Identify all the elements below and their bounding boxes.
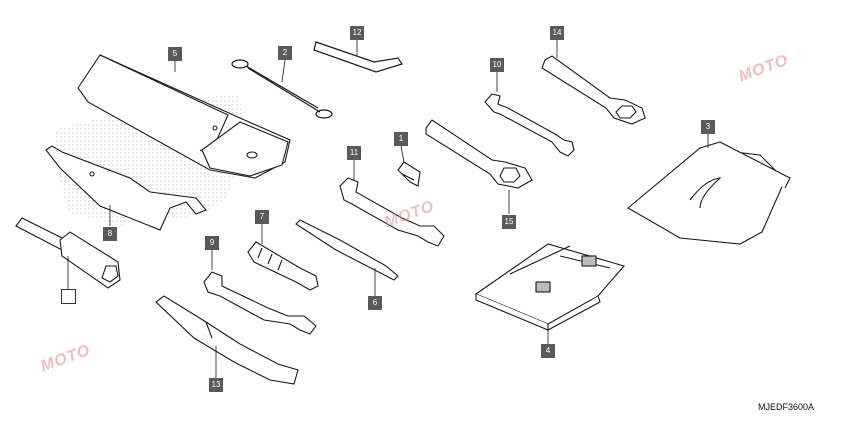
- screwdriver-handle: [247, 241, 319, 291]
- callout-9: 9: [205, 236, 219, 250]
- tool-grip: [155, 295, 299, 385]
- box-wrench-14: [541, 55, 646, 125]
- wrench-10: [484, 93, 575, 157]
- owners-manual: [474, 243, 625, 331]
- spark-plug-wrench: [15, 217, 121, 289]
- callout-5: 5: [168, 47, 182, 61]
- tool-pouch: [627, 141, 791, 245]
- screwdriver-blade: [295, 219, 399, 281]
- callout-4: 4: [541, 344, 555, 358]
- callout-6: 6: [368, 296, 382, 310]
- hex-key: [313, 41, 403, 73]
- tool-bag-roll: [77, 54, 291, 179]
- callout-7: 7: [255, 210, 269, 224]
- tool-handle: [45, 145, 207, 231]
- callout-blank: [61, 289, 76, 304]
- callout-2: 2: [278, 46, 292, 60]
- wrench-9: [203, 271, 317, 335]
- callout-15: 15: [502, 215, 516, 229]
- box-wrench-15: [425, 119, 533, 189]
- drawing-code: MJEDF3600A: [758, 402, 815, 412]
- callout-8: 8: [103, 227, 117, 241]
- callout-10: 10: [490, 58, 504, 72]
- fuse-puller: [397, 161, 421, 187]
- callout-1: 1: [394, 132, 408, 146]
- callout-14: 14: [550, 26, 564, 40]
- hook-tool: [231, 59, 333, 119]
- callout-12: 12: [350, 26, 364, 40]
- callout-11: 11: [347, 146, 361, 160]
- callout-13: 13: [209, 378, 223, 392]
- callout-3: 3: [701, 120, 715, 134]
- wrench-11: [339, 177, 445, 247]
